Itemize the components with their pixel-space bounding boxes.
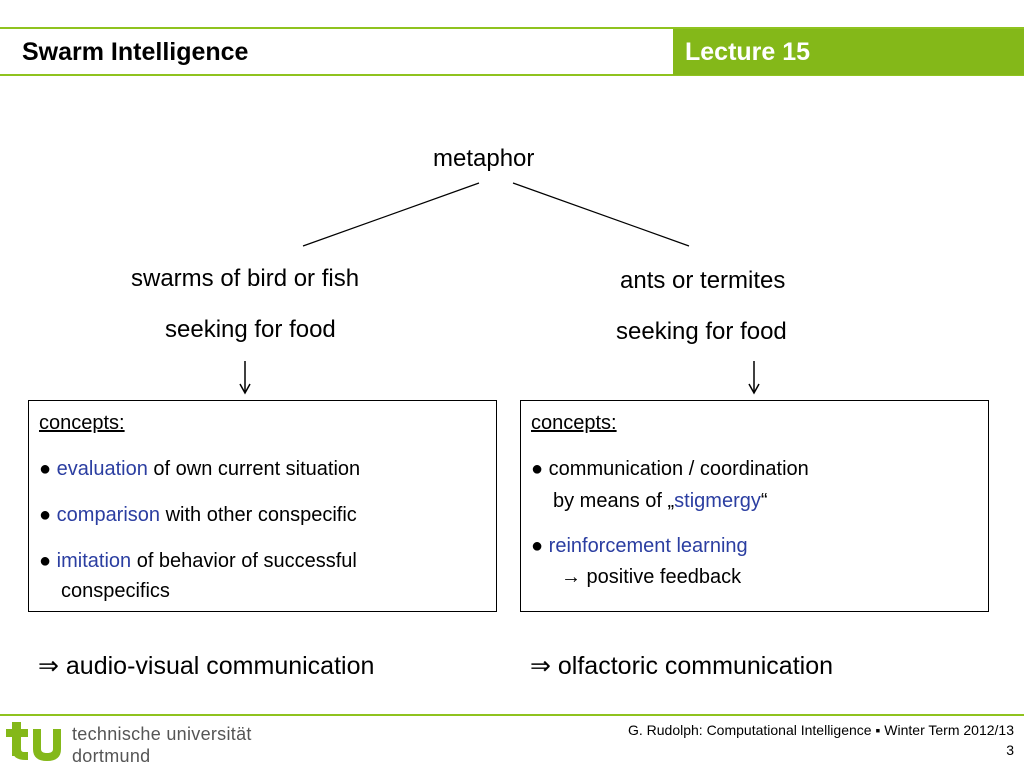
right-concept-item-communication: ● communication / coordination bbox=[531, 457, 809, 481]
concept-highlight: reinforcement learning bbox=[548, 535, 748, 557]
left-concepts-box: concepts: ● evaluation of own current si… bbox=[28, 400, 497, 612]
left-branch-subtitle: seeking for food bbox=[165, 316, 336, 343]
metaphor-label: metaphor bbox=[433, 145, 535, 172]
left-concept-item-comparison: ● comparison with other conspecific bbox=[39, 503, 357, 527]
bullet: ● bbox=[531, 535, 544, 557]
bullet: ● bbox=[39, 458, 52, 480]
concept-text-suffix: “ bbox=[760, 490, 768, 512]
down-arrow-left bbox=[239, 361, 251, 395]
concept-text: of behavior of successful bbox=[131, 550, 357, 572]
tu-logo-icon bbox=[6, 722, 61, 761]
branch-line-right bbox=[512, 182, 690, 247]
concept-text: of own current situation bbox=[147, 458, 361, 480]
down-arrow-right bbox=[748, 361, 760, 395]
logo-text-line1: technische universität bbox=[72, 724, 252, 744]
bullet: ● bbox=[39, 504, 52, 526]
slide-title: Swarm Intelligence bbox=[22, 38, 249, 66]
concept-highlight: evaluation bbox=[56, 458, 148, 480]
left-result-text: audio-visual communication bbox=[65, 652, 375, 680]
left-branch-title: swarms of bird or fish bbox=[131, 265, 360, 292]
implies-icon: ⇒ bbox=[530, 652, 551, 680]
concept-text: communication / coordination bbox=[548, 458, 809, 480]
footer-rule bbox=[0, 714, 1024, 716]
right-concept-item-reinforcement: ● reinforcement learning bbox=[531, 534, 748, 558]
header-top-rule bbox=[0, 27, 1024, 29]
concept-highlight: comparison bbox=[56, 504, 161, 526]
left-concept-item-imitation: ● imitation of behavior of successful bbox=[39, 549, 357, 573]
right-concepts-box: concepts: ● communication / coordination… bbox=[520, 400, 989, 612]
right-result: ⇒ olfactoric communication bbox=[530, 651, 833, 681]
lecture-badge: Lecture 15 bbox=[673, 29, 1024, 75]
branch-line-left bbox=[302, 182, 480, 247]
left-concept-item-evaluation: ● evaluation of own current situation bbox=[39, 457, 360, 481]
page-number: 3 bbox=[1006, 742, 1014, 758]
left-concept-item-imitation-cont: conspecifics bbox=[61, 580, 170, 602]
left-concepts-label: concepts: bbox=[39, 412, 125, 434]
logo-text-line2: dortmund bbox=[72, 746, 151, 766]
bullet: ● bbox=[531, 458, 544, 480]
implies-icon: ⇒ bbox=[38, 652, 59, 680]
left-result: ⇒ audio-visual communication bbox=[38, 651, 374, 681]
concept-text-prefix: by means of „ bbox=[553, 490, 675, 512]
concept-text: with other conspecific bbox=[160, 504, 357, 526]
right-concept-item-reinforcement-cont: → positive feedback bbox=[561, 566, 742, 588]
right-branch-title: ants or termites bbox=[620, 267, 786, 294]
lecture-label: Lecture 15 bbox=[685, 38, 811, 66]
footer-credit: G. Rudolph: Computational Intelligence ▪… bbox=[627, 722, 1014, 738]
right-concept-item-communication-cont: by means of „stigmergy“ bbox=[553, 489, 768, 513]
right-concepts-label: concepts: bbox=[531, 412, 617, 434]
concept-highlight: stigmergy bbox=[674, 490, 761, 512]
header-bottom-rule bbox=[0, 74, 1024, 76]
bullet: ● bbox=[39, 550, 52, 572]
right-result-text: olfactoric communication bbox=[557, 652, 834, 680]
right-branch-subtitle: seeking for food bbox=[616, 318, 787, 345]
concept-highlight: imitation bbox=[56, 550, 132, 572]
